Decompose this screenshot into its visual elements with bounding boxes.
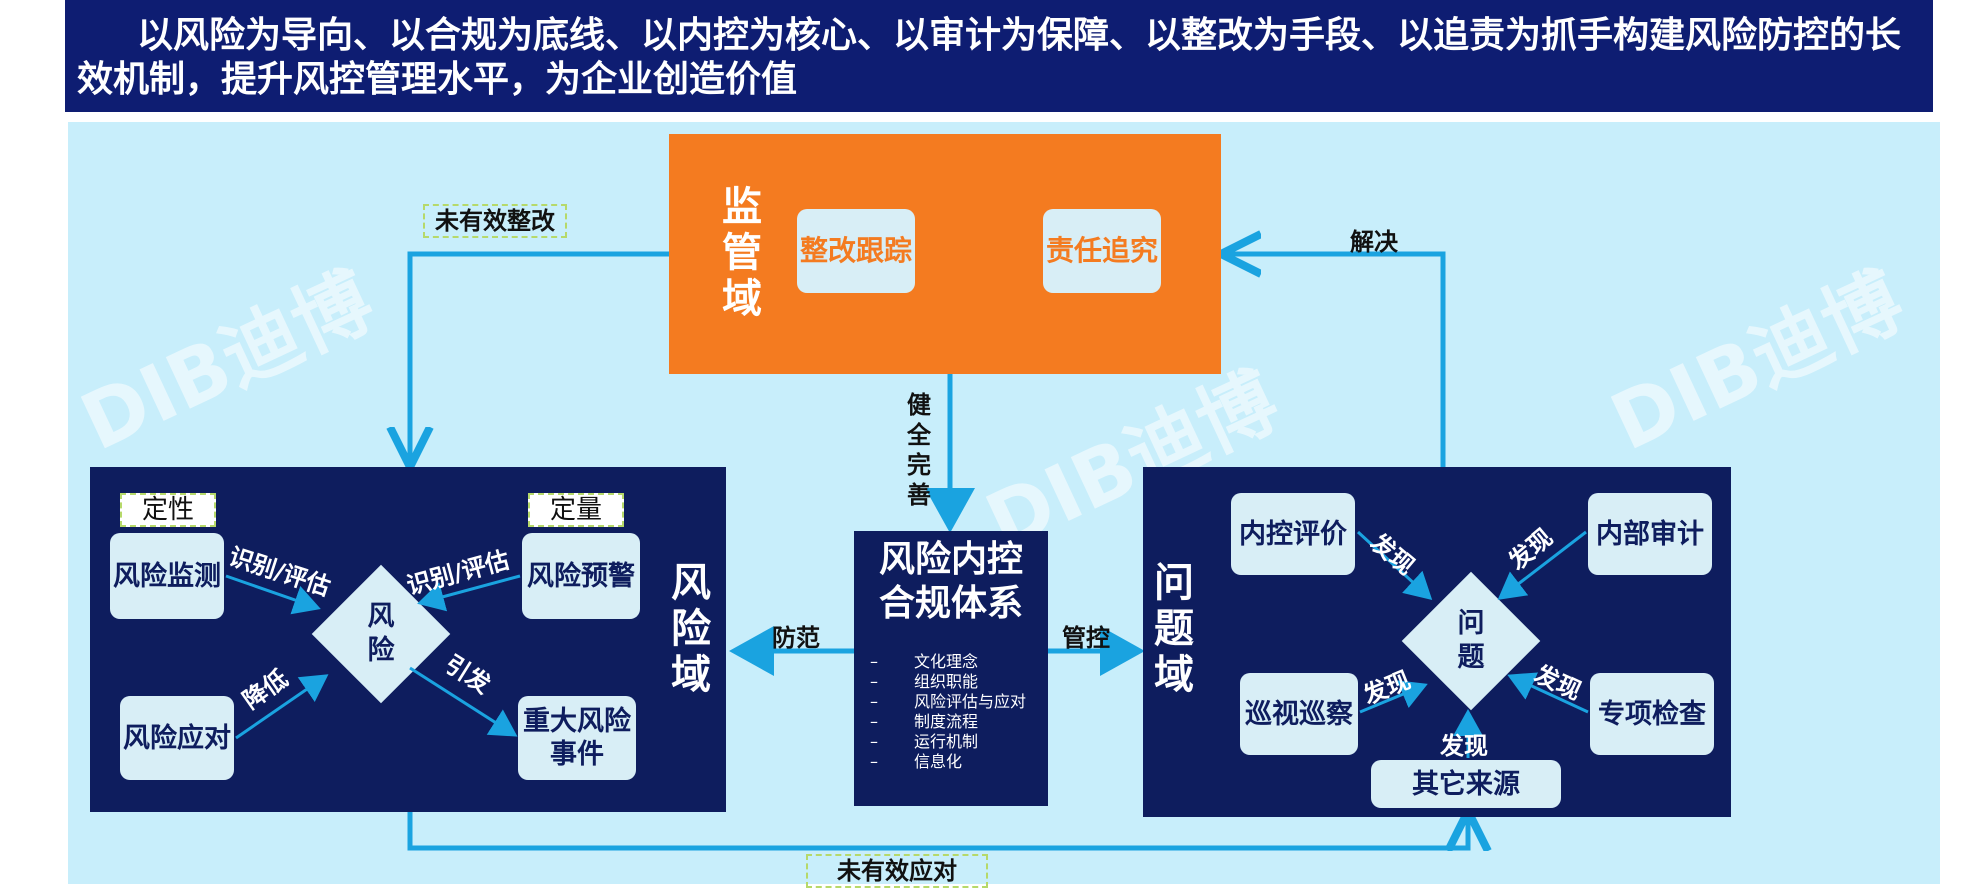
resolve-label: 解决 bbox=[1350, 228, 1398, 256]
risk-control-compliance-system bbox=[854, 531, 1048, 806]
arrow-not-responded bbox=[407, 812, 1468, 848]
internal-audit-box: 内部审计 bbox=[1588, 493, 1712, 575]
list-item: –文化理念 bbox=[870, 652, 979, 671]
header-banner: 以风险为导向、以合规为底线、以内控为核心、以审计为保障、以整改为手段、以追责为抓… bbox=[65, 0, 1933, 112]
risk-domain-title: 风险域 bbox=[671, 560, 711, 698]
qualitative-tag: 定性 bbox=[120, 493, 216, 527]
arrow-resolve bbox=[1226, 254, 1446, 467]
list-item: –运行机制 bbox=[870, 732, 979, 751]
list-item: –风险评估与应对 bbox=[870, 692, 1027, 711]
problem-domain-title: 问题域 bbox=[1154, 560, 1194, 698]
list-item: –组织职能 bbox=[870, 672, 979, 691]
discover-label-other: 发现 bbox=[1440, 732, 1488, 760]
control-label: 管控 bbox=[1062, 624, 1110, 652]
not-responded-label: 未有效应对 bbox=[806, 854, 988, 888]
list-item: –制度流程 bbox=[870, 712, 979, 731]
system-items: –文化理念 –组织职能 –风险评估与应对 –制度流程 –运行机制 –信息化 bbox=[870, 652, 1026, 772]
header-text: 以风险为导向、以合规为底线、以内控为核心、以审计为保障、以整改为手段、以追责为抓… bbox=[77, 15, 1902, 100]
not-rectified-label: 未有效整改 bbox=[423, 204, 567, 238]
risk-monitoring-box: 风险监测 bbox=[110, 533, 224, 619]
system-title: 风险内控合规体系 bbox=[878, 539, 1023, 624]
risk-response-box: 风险应对 bbox=[120, 696, 234, 780]
internal-control-evaluation-box: 内控评价 bbox=[1231, 493, 1355, 575]
major-risk-event-box: 重大风险事件 bbox=[518, 696, 636, 780]
accountability-box: 责任追究 bbox=[1043, 209, 1161, 293]
other-sources-box: 其它来源 bbox=[1371, 760, 1561, 808]
risk-diamond-label: 风险 bbox=[367, 601, 395, 666]
problem-diamond-label: 问题 bbox=[1457, 608, 1485, 673]
improve-label: 健全完善 bbox=[907, 391, 931, 509]
supervision-title: 监管域 bbox=[722, 184, 762, 322]
rectification-tracking-box: 整改跟踪 bbox=[797, 209, 915, 293]
prevent-label: 防范 bbox=[772, 624, 820, 652]
quantitative-tag: 定量 bbox=[528, 493, 624, 527]
inspection-box: 巡视巡察 bbox=[1240, 673, 1358, 755]
arrow-not-rectified bbox=[410, 251, 669, 462]
special-check-box: 专项检查 bbox=[1590, 673, 1714, 755]
list-item: –信息化 bbox=[870, 752, 963, 771]
risk-warning-box: 风险预警 bbox=[522, 533, 640, 619]
